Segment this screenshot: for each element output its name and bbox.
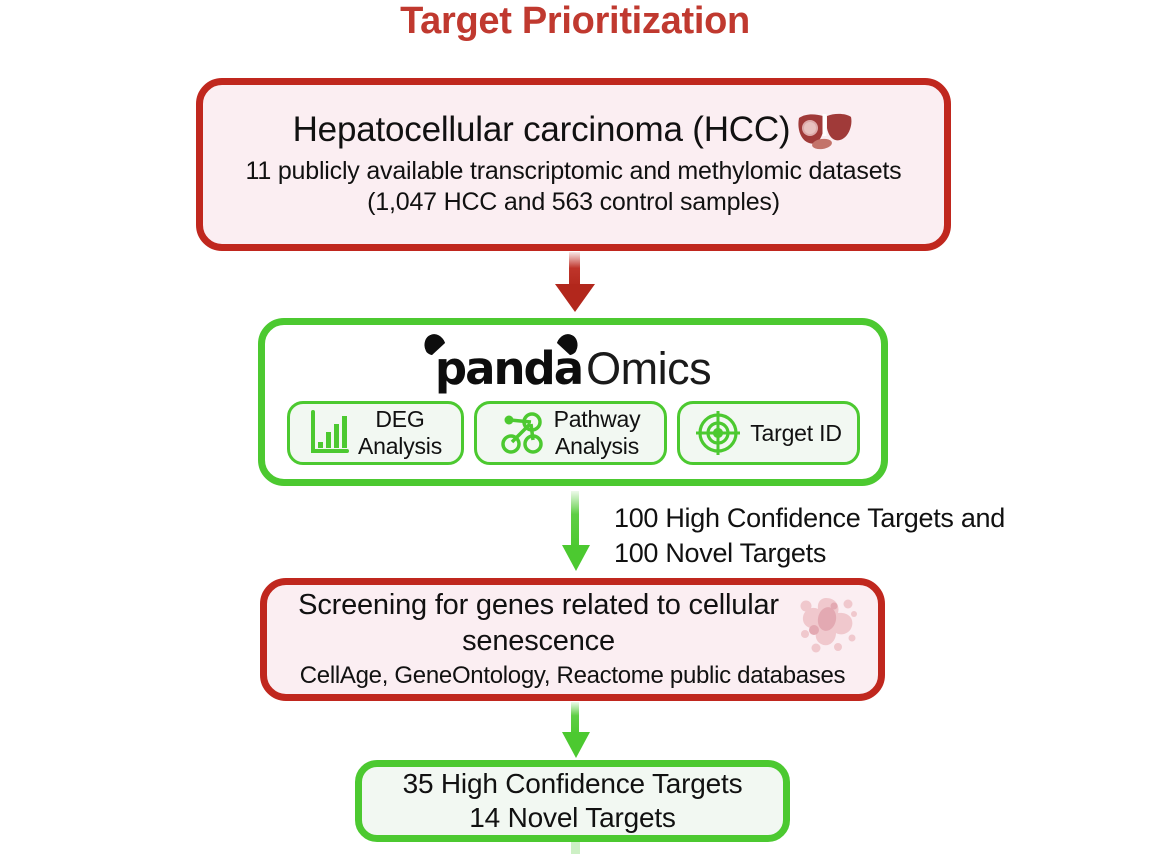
tool-target-id[interactable]: Target ID — [676, 401, 860, 465]
results-box: 35 High Confidence Targets 14 Novel Targ… — [355, 760, 790, 842]
down-arrow-green-2 — [558, 702, 594, 760]
tool-deg-analysis[interactable]: DEG Analysis — [286, 401, 464, 465]
liver-icon — [796, 108, 854, 152]
results-line-1: 35 High Confidence Targets — [402, 768, 743, 799]
tool-deg-analysis-label: DEG Analysis — [357, 406, 443, 459]
intermediate-targets-label: 100 High Confidence Targets and 100 Nove… — [614, 503, 1005, 568]
tool-pathway-analysis-label: Pathway Analysis — [553, 406, 641, 459]
tool-pathway-analysis[interactable]: Pathway Analysis — [473, 401, 667, 465]
down-arrow-red — [551, 252, 599, 314]
platform-box: panda Omics DEG Analysis — [258, 318, 888, 486]
pandaomics-logo-bold: panda — [435, 346, 584, 391]
page-title: Target Prioritization — [400, 0, 750, 42]
disease-subtext: 11 publicly available transcriptomic and… — [245, 156, 902, 216]
screening-box: Screening for genes related to cellular … — [260, 578, 885, 701]
results-line-2: 14 Novel Targets — [469, 802, 676, 833]
network-graph-icon — [500, 410, 546, 456]
crosshair-target-icon — [694, 409, 742, 457]
tool-target-id-label: Target ID — [750, 419, 842, 446]
down-arrow-green-1 — [558, 491, 594, 573]
pandaomics-logo-light: Omics — [586, 343, 712, 394]
disease-heading: Hepatocellular carcinoma (HCC) — [292, 109, 791, 149]
down-arrow-green-faded — [563, 840, 589, 854]
platform-tools: DEG Analysis Pathway Analysis — [281, 401, 865, 465]
bar-chart-icon — [308, 410, 350, 456]
senescent-cell-icon — [796, 592, 860, 654]
screening-title-row: Screening for genes related to cellular … — [285, 587, 860, 659]
disease-title-row: Hepatocellular carcinoma (HCC) — [225, 108, 922, 152]
screening-subtext: CellAge, GeneOntology, Reactome public d… — [299, 662, 846, 689]
screening-heading: Screening for genes related to cellular … — [298, 589, 779, 657]
disease-box: Hepatocellular carcinoma (HCC) 11 public… — [196, 78, 951, 251]
pandaomics-logo: panda Omics — [435, 343, 712, 394]
